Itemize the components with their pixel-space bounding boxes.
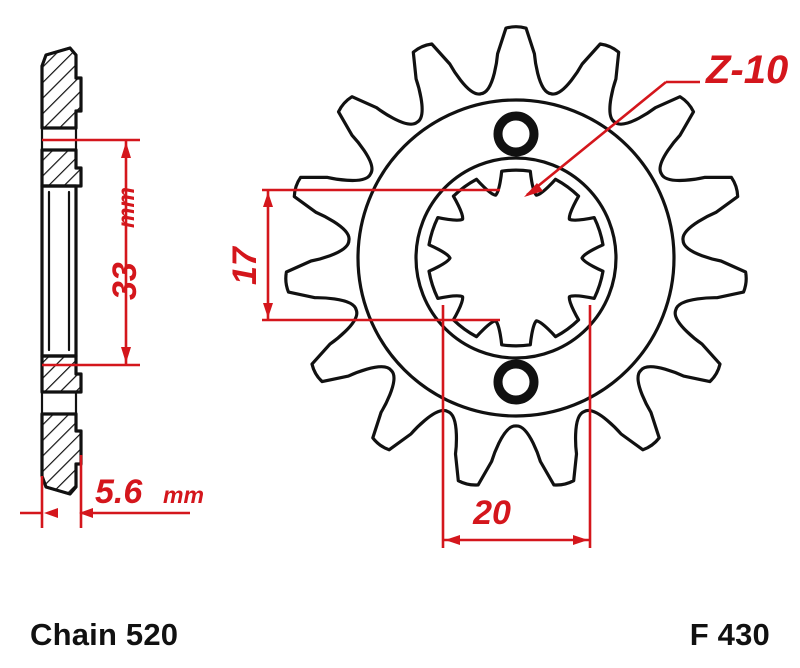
leader-arrow-z10: [524, 183, 543, 197]
bolt-hole-top: [493, 111, 539, 157]
dimension-tooth-width-5-6mm: 5.6 mm: [20, 455, 204, 528]
dim-unit-56: mm: [163, 482, 204, 508]
side-tooth-top: [40, 46, 83, 130]
dim-value-33: 33: [106, 262, 144, 300]
dim-arrow-56-left: [44, 508, 58, 518]
dim-value-17: 17: [226, 245, 264, 285]
side-rim-top: [40, 148, 83, 188]
dim-value-56: 5.6: [95, 473, 143, 511]
sprocket-front-geometry: [284, 25, 748, 487]
dim-arrow-17-bottom: [263, 303, 273, 318]
side-tooth-bottom: [40, 412, 83, 496]
hub-flange-inner-circle: [414, 156, 618, 360]
callout-spline-z10: Z-10: [524, 48, 788, 197]
side-rim-bottom: [40, 354, 83, 394]
dim-arrow-33-top: [121, 142, 131, 158]
dim-arrow-17-top: [263, 192, 273, 207]
dim-arrow-20-right: [573, 535, 588, 545]
callout-label-z10: Z-10: [705, 48, 788, 92]
part-number-label: F 430: [690, 617, 770, 652]
dimension-spline-major-20: 20: [441, 305, 592, 548]
splined-bore-outline: [427, 168, 605, 348]
dimension-thickness-33mm: 33 mm: [42, 138, 144, 367]
bolt-hole-bottom: [493, 359, 539, 405]
dim-arrow-33-bottom: [121, 347, 131, 363]
dimension-spline-minor-17: 17: [226, 188, 500, 322]
dim-value-20: 20: [472, 494, 511, 532]
sprocket-teeth-outline: [284, 25, 748, 487]
hub-flange-outer-circle: [356, 98, 676, 418]
dim-arrow-56-right: [79, 508, 93, 518]
tooth-outline-bottom: [40, 412, 83, 496]
leader-line-z10: [526, 80, 667, 197]
chain-label: Chain 520: [30, 617, 178, 652]
dim-arrow-20-left: [445, 535, 460, 545]
dim-unit-33: mm: [113, 187, 139, 228]
